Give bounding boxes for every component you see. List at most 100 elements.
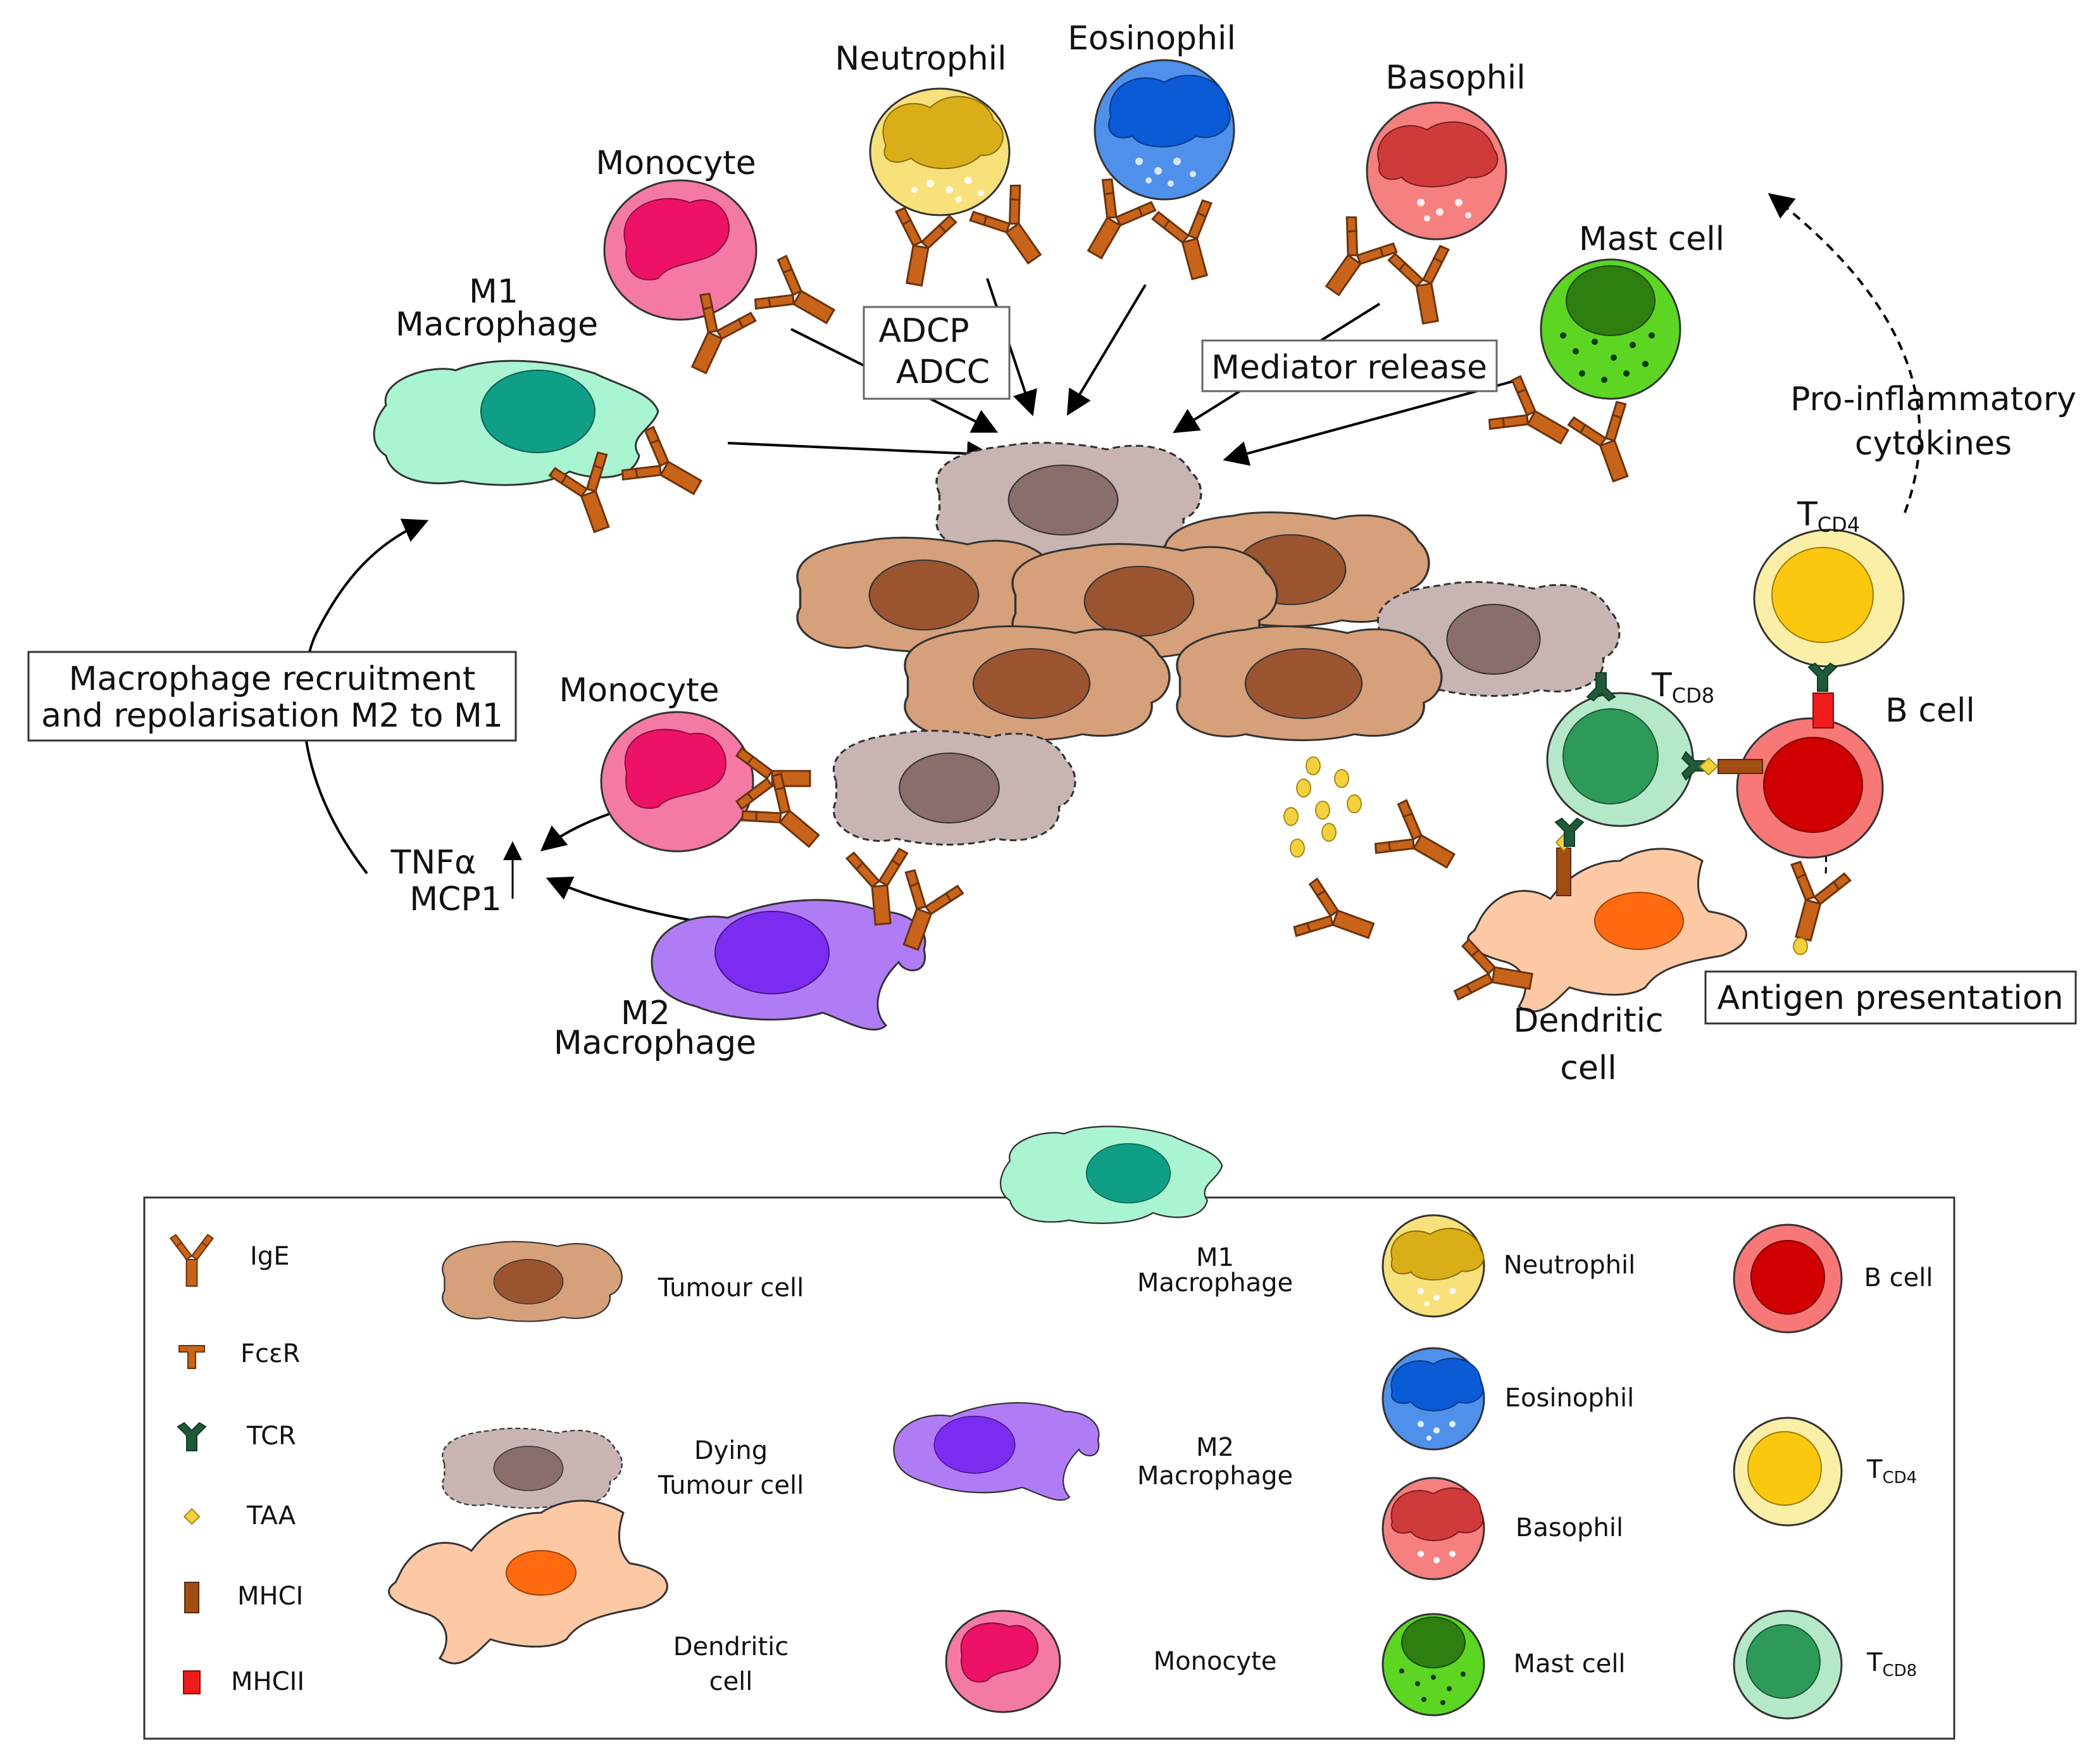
basophil-ige-2 — [1387, 244, 1462, 328]
label-tcd8-main: T — [1651, 666, 1672, 704]
legend-monocyte-icon — [945, 1610, 1061, 1713]
label-monocyte-bottom: Monocyte — [559, 672, 719, 710]
eosinophil-ige-2 — [1150, 197, 1230, 286]
label-adcp: ADCP — [878, 312, 969, 350]
label-b-cell: B cell — [1885, 692, 1975, 730]
legend-tcd8-main: T — [1866, 1648, 1883, 1677]
monocyte-top-cell — [603, 179, 758, 321]
label-dendritic-line1: Dendritic — [1513, 1002, 1663, 1040]
bcell-mhcii — [1812, 692, 1834, 729]
legend-fcer-label: FcεR — [240, 1339, 300, 1368]
monocyte-bottom-cell — [600, 711, 754, 853]
label-m1-line2: Macrophage — [396, 306, 598, 344]
eosinophil-cell — [1094, 59, 1235, 201]
dying-tumour-cell-left — [832, 729, 1076, 846]
mediator-release-box — [1201, 339, 1498, 392]
legend-eosinophil-label: Eosinophil — [1505, 1384, 1635, 1413]
label-tnfa: TNFα — [390, 844, 477, 882]
legend-mast-label: Mast cell — [1513, 1649, 1625, 1679]
legend-tcr-label: TCR — [246, 1422, 296, 1451]
legend-mhcii-label: MHCII — [231, 1667, 304, 1696]
label-tcd8: TCD8 — [1651, 666, 1714, 708]
label-tcd4: TCD4 — [1797, 496, 1860, 537]
legend-m2-icon — [893, 1402, 1100, 1501]
legend-b-cell-label: B cell — [1864, 1263, 1933, 1292]
label-recruitment-line2: and repolarisation M2 to M1 — [41, 697, 503, 735]
label-tcd4-sub: CD4 — [1818, 513, 1860, 537]
bcell-taa — [1699, 757, 1719, 776]
basophil-cell — [1366, 101, 1507, 241]
legend-m1-line1: M1 — [1196, 1243, 1234, 1272]
legend-monocyte-label: Monocyte — [1154, 1647, 1277, 1676]
recruitment-box — [27, 651, 517, 742]
label-m2-line2: Macrophage — [554, 1024, 756, 1062]
legend-m2-line2: Macrophage — [1137, 1461, 1293, 1491]
legend-b-cell-icon — [1733, 1223, 1843, 1334]
tumour-cell-5 — [1176, 625, 1443, 742]
legend-mhcii-icon — [183, 1670, 201, 1694]
mast-cell — [1540, 258, 1681, 400]
free-ige-2 — [1290, 876, 1383, 961]
legend-tumour-icon — [442, 1241, 623, 1322]
label-m1-line1: M1 — [469, 273, 518, 311]
legend-m1-line2: Macrophage — [1137, 1268, 1293, 1298]
legend-tcd4-label: TCD4 — [1866, 1455, 1917, 1487]
legend-tcd4-main: T — [1866, 1455, 1883, 1484]
dying-tumour-cell-right — [1376, 580, 1621, 697]
monocyte-top-ige-2 — [751, 252, 847, 344]
label-monocyte-top: Monocyte — [596, 144, 756, 182]
label-pro-inflammatory: Pro-inflammatory — [1790, 380, 2076, 418]
label-basophil: Basophil — [1385, 59, 1525, 97]
legend: IgE FcεR TCR TAA MHCI MHCII Tumour cell … — [143, 1125, 1955, 1740]
legend-mast-icon — [1381, 1613, 1485, 1717]
legend-dying-line2: Tumour cell — [658, 1471, 804, 1500]
free-ige-1 — [1371, 796, 1467, 889]
bcell-ige — [1773, 858, 1853, 948]
dendritic-cell — [1467, 848, 1747, 1013]
legend-neutrophil-icon — [1381, 1214, 1485, 1318]
legend-m1-icon — [1000, 1125, 1223, 1224]
adcp-adcc-box — [863, 306, 1011, 400]
tumour-cell-1 — [796, 536, 1063, 653]
tcd4-tcr — [1808, 663, 1837, 692]
tcd4-cell — [1753, 529, 1905, 668]
label-adcc: ADCC — [896, 353, 990, 391]
neutrophil-ige-1 — [883, 206, 958, 291]
legend-mhci-label: MHCI — [237, 1582, 303, 1611]
mast-ige-2 — [1566, 398, 1650, 491]
bcell-mhci — [1718, 759, 1763, 774]
m2-macrophage-cell — [651, 899, 926, 1031]
bcell-ige-taa — [1793, 937, 1808, 955]
legend-m2-line1: M2 — [1196, 1433, 1234, 1462]
legend-ige-label: IgE — [250, 1242, 289, 1271]
label-mcp1: MCP1 — [409, 880, 502, 918]
mast-ige-1 — [1485, 372, 1581, 465]
legend-dying-tumour-icon — [442, 1427, 623, 1509]
neutrophil-cell — [869, 87, 1011, 216]
label-dendritic-line2: cell — [1560, 1049, 1616, 1087]
label-recruitment-line1: Macrophage recruitment — [69, 660, 476, 698]
legend-basophil-icon — [1381, 1477, 1485, 1580]
diagram-labels: Neutrophil Eosinophil Basophil Monocyte … — [27, 20, 2077, 1087]
arrow-recruitment-loop — [302, 518, 429, 875]
legend-tcd8-label: TCD8 — [1866, 1648, 1917, 1680]
tumour-cluster — [796, 441, 1621, 846]
legend-tcd8-icon — [1733, 1610, 1843, 1720]
label-cytokines: cytokines — [1855, 425, 2012, 463]
tumour-cell-4 — [904, 625, 1171, 742]
m1-macrophage-cell — [373, 360, 659, 486]
legend-tcd4-icon — [1733, 1417, 1843, 1527]
label-tcd8-sub: CD8 — [1672, 684, 1714, 708]
dendritic-mhci — [1556, 848, 1571, 896]
legend-tumour-label: Tumour cell — [658, 1273, 804, 1303]
antigen-presentation-box — [1704, 970, 2077, 1025]
arrow-mast-to-tumour — [1223, 378, 1519, 466]
arrow-tcd4-cytokines — [1768, 193, 1921, 513]
b-cell — [1736, 717, 1884, 859]
legend-dendritic-icon — [388, 1499, 668, 1665]
label-antigen-presentation: Antigen presentation — [1718, 979, 2064, 1017]
legend-dendritic-line2: cell — [709, 1667, 753, 1696]
basophil-ige-1 — [1306, 212, 1400, 310]
